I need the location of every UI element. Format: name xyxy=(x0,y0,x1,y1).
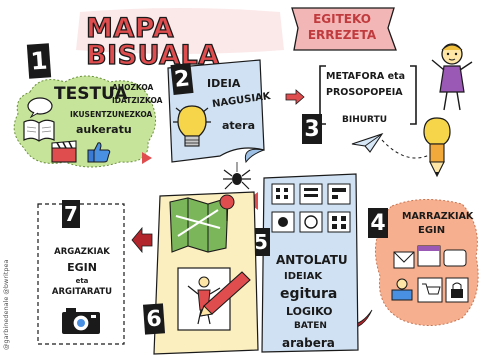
step1-big-word: TESTUA xyxy=(54,84,128,104)
step7-line2: EGIN xyxy=(67,261,97,274)
folded-map-icon xyxy=(169,197,229,253)
step1-line3: IKUSENTZUNEZKOA xyxy=(70,110,153,119)
envelope-icon xyxy=(393,251,415,269)
subtitle-line2: ERREZETA xyxy=(307,28,377,42)
ribbon-shape xyxy=(291,7,397,51)
step7-line4: ARGITARATU xyxy=(51,287,113,297)
camera-icon xyxy=(62,308,100,334)
step7-line3: eta xyxy=(75,277,89,285)
plane-trail xyxy=(381,139,439,159)
author-credit: @garbinedenale @bwritpea xyxy=(2,259,10,350)
arrow-6-to-7 xyxy=(131,226,153,254)
character-icon xyxy=(431,43,473,111)
title-banner-shape xyxy=(76,8,284,54)
step5-number: 5 xyxy=(252,228,270,256)
step1-verb: aukeratu xyxy=(76,123,132,136)
diagram-icons xyxy=(271,183,351,233)
step5-line5: BATEN xyxy=(294,321,327,331)
arrow-1-to-2 xyxy=(142,152,152,164)
lightbulb-pencil-icon xyxy=(423,117,451,178)
spider-icon xyxy=(223,162,251,190)
step4-drawings xyxy=(391,245,469,303)
paper-plane-icon xyxy=(351,132,384,153)
title-banner: MAPA BISUALA xyxy=(70,6,290,70)
step7-frame xyxy=(37,203,125,345)
step4-line1: MARRAZKIAK xyxy=(402,211,474,222)
step6-number: 6 xyxy=(142,303,166,335)
people-icon xyxy=(391,278,413,301)
thumbs-up-icon xyxy=(87,142,111,163)
cart-icon xyxy=(417,277,443,303)
step7-line1: ARGAZKIAK xyxy=(54,247,110,257)
arrow-2-to-3 xyxy=(285,89,305,105)
clapperboard-icon xyxy=(51,140,77,163)
step1-line2: IDATZIZKOA xyxy=(112,96,163,105)
step1-line1: AHOZKOA xyxy=(112,83,154,92)
step7-number: 7 xyxy=(62,200,80,228)
step5-line1: ANTOLATU xyxy=(276,253,348,267)
step2-number: 2 xyxy=(170,63,194,95)
step1-number: 1 xyxy=(26,43,52,79)
book-icon xyxy=(23,119,55,142)
chat-icon xyxy=(443,249,467,267)
step5-line3: egitura xyxy=(280,286,338,302)
step5-line4: LOGIKO xyxy=(286,305,333,318)
step3-brackets xyxy=(319,65,417,125)
pencil-icon xyxy=(199,271,251,317)
step5-line2: IDEIAK xyxy=(284,271,323,282)
browser-icon xyxy=(417,245,441,267)
step4-number: 4 xyxy=(368,208,388,238)
subtitle-line1: EGITEKO xyxy=(313,12,371,26)
step4-line2: EGIN xyxy=(418,225,446,236)
pin-icon xyxy=(219,194,235,221)
lightbulb-icon xyxy=(173,105,211,147)
step3-number: 3 xyxy=(302,114,322,144)
subtitle-ribbon: EGITEKO ERREZETA xyxy=(284,4,400,54)
step5-line6: arabera xyxy=(282,336,335,350)
step2-line3: atera xyxy=(222,119,255,132)
step3-line2: PROSOPOPEIA xyxy=(326,87,403,98)
step3-line1: METAFORA eta xyxy=(326,71,405,82)
step3-line3: BIHURTU xyxy=(342,115,388,125)
page-title: MAPA BISUALA xyxy=(85,13,220,71)
lock-icon xyxy=(445,277,469,303)
step2-line1: IDEIA xyxy=(207,77,241,90)
speech-bubble-icon xyxy=(27,97,53,118)
